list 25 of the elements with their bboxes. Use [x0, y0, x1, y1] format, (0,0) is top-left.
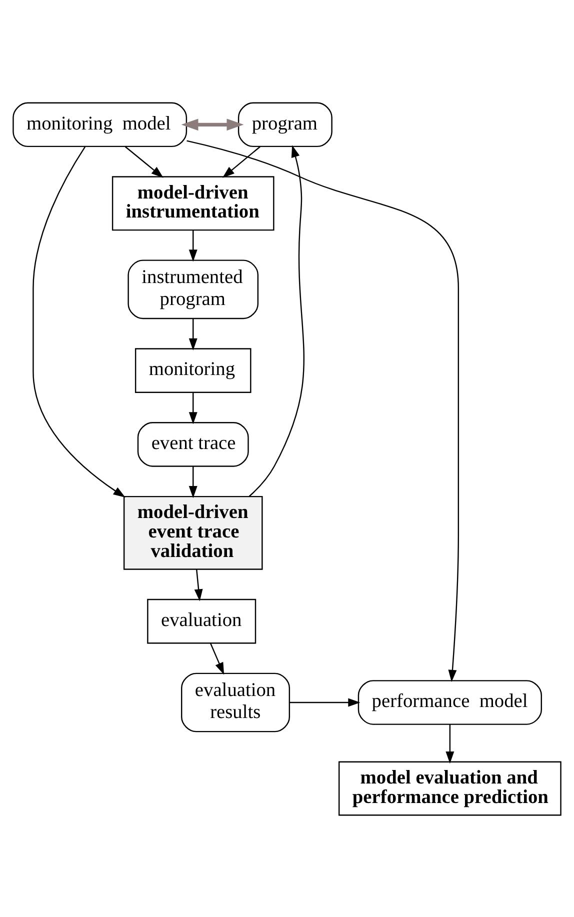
node-box: monitoring model	[12, 102, 188, 147]
node-box: instrumented program	[128, 259, 259, 319]
arrow	[124, 146, 164, 178]
arrow	[188, 392, 198, 424]
node-box: event trace	[137, 422, 249, 466]
node-box: model-driven event trace validation	[123, 495, 263, 570]
node-box: model-driven instrumentation	[112, 176, 274, 230]
arrow	[188, 466, 198, 498]
arrow	[194, 569, 203, 601]
arrow	[248, 144, 304, 496]
node-box: evaluation results	[181, 672, 290, 732]
arrow	[446, 724, 454, 764]
node-box: evaluation	[147, 598, 256, 644]
node-box: performance model	[358, 680, 542, 724]
arrow	[32, 146, 126, 497]
arrow	[188, 318, 198, 350]
arrow	[188, 230, 198, 262]
arrow	[186, 140, 460, 682]
node-box: model evaluation and performance prediction	[338, 760, 562, 816]
node-box: program	[238, 102, 332, 147]
arrow	[290, 698, 360, 706]
arrow	[210, 642, 224, 674]
arrow	[181, 118, 244, 130]
node-box: monitoring	[134, 348, 252, 392]
arrow	[222, 146, 260, 178]
